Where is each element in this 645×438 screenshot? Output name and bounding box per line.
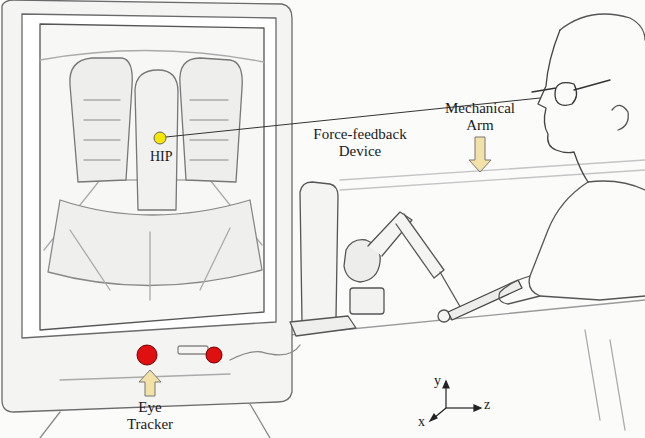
device-label: Force-feedback Device bbox=[301, 126, 419, 160]
tracker-label: Eye Tracker bbox=[120, 399, 180, 433]
axis-label: y bbox=[434, 372, 446, 389]
arm-label: Mechanical Arm bbox=[434, 100, 526, 134]
axis-label: x bbox=[418, 413, 430, 430]
axis-label: z bbox=[484, 396, 496, 413]
hip-label: HIP bbox=[150, 148, 190, 165]
